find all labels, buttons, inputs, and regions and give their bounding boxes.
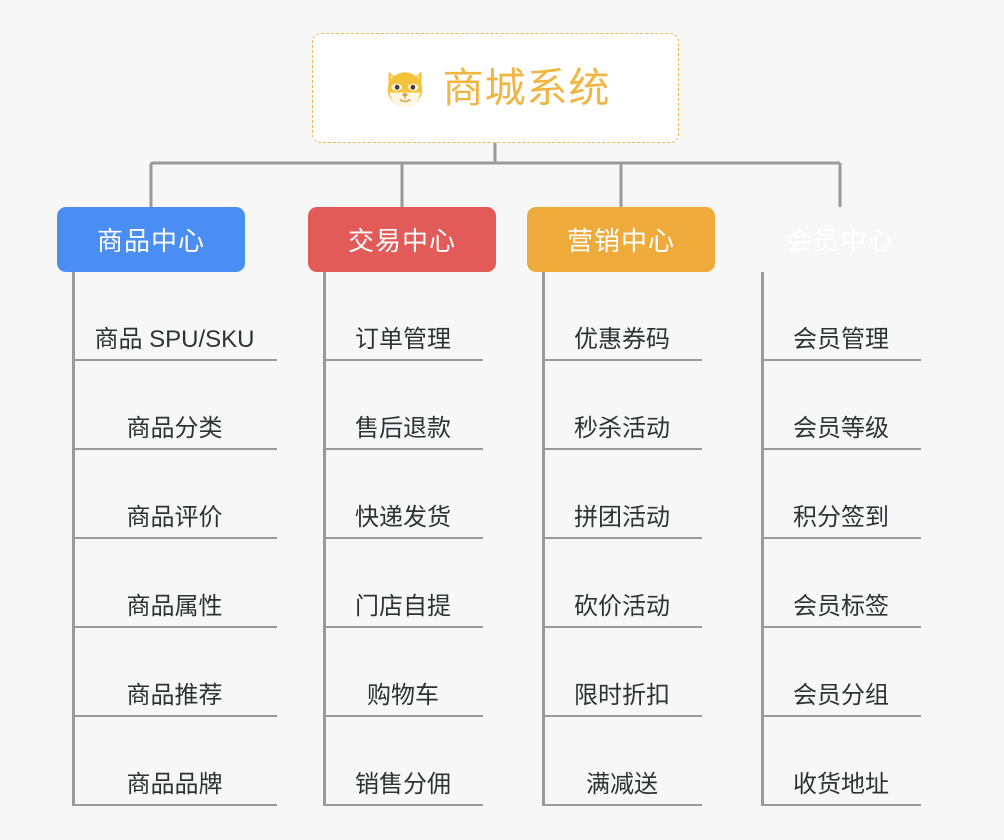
branch-item[interactable]: 订单管理 — [323, 272, 483, 361]
branch-spine — [542, 272, 545, 806]
branch-item[interactable]: 限时折扣 — [542, 628, 702, 717]
branch-item[interactable]: 商品品牌 — [72, 717, 277, 806]
branch-item-label: 会员等级 — [793, 415, 889, 442]
branch-item[interactable]: 砍价活动 — [542, 539, 702, 628]
branch-item-label: 商品推荐 — [126, 682, 223, 709]
branch-header-2[interactable]: 营销中心 — [527, 207, 715, 272]
branch-item-label: 优惠券码 — [574, 326, 670, 353]
branch-item-label: 商品品牌 — [126, 771, 223, 798]
branch-item-label: 商品分类 — [126, 415, 223, 442]
branch-item[interactable]: 商品推荐 — [72, 628, 277, 717]
branch-item-label: 售后退款 — [355, 415, 451, 442]
branch-header-label: 会员中心 — [785, 226, 894, 256]
shiba-dog-face-icon — [387, 71, 422, 108]
branch-item[interactable]: 收货地址 — [761, 717, 921, 806]
branch-item-label: 秒杀活动 — [574, 415, 670, 442]
branch-spine — [72, 272, 75, 806]
branch-header-label: 商品中心 — [96, 226, 205, 256]
root-node[interactable]: 商城系统 — [312, 33, 679, 143]
root-title: 商城系统 — [442, 64, 611, 111]
branch-item[interactable]: 会员管理 — [761, 272, 921, 361]
branch-item[interactable]: 商品评价 — [72, 450, 277, 539]
branch-item[interactable]: 秒杀活动 — [542, 361, 702, 450]
branch-header-label: 营销中心 — [566, 226, 675, 256]
branch-item[interactable]: 会员标签 — [761, 539, 921, 628]
branch-item[interactable]: 商品属性 — [72, 539, 277, 628]
branch-item-label: 商品 SPU/SKU — [94, 326, 255, 353]
branch-item[interactable]: 满减送 — [542, 717, 702, 806]
branch-item[interactable]: 购物车 — [323, 628, 483, 717]
branch-item-label: 会员标签 — [793, 593, 889, 620]
branch-item[interactable]: 商品 SPU/SKU — [72, 272, 277, 361]
branch-item-label: 商品评价 — [126, 504, 223, 531]
branch-item-label: 满减送 — [586, 771, 658, 798]
branch-item-label: 拼团活动 — [574, 504, 670, 531]
branch-item-label: 会员管理 — [793, 326, 889, 353]
branch-item[interactable]: 快递发货 — [323, 450, 483, 539]
branch-item-label: 门店自提 — [355, 593, 451, 620]
branch-item-label: 会员分组 — [793, 682, 889, 709]
branch-item[interactable]: 销售分佣 — [323, 717, 483, 806]
branch-item[interactable]: 积分签到 — [761, 450, 921, 539]
branch-item-label: 购物车 — [367, 682, 439, 709]
branch-item-label: 快递发货 — [355, 504, 451, 531]
branch-spine — [761, 272, 764, 806]
branch-item[interactable]: 门店自提 — [323, 539, 483, 628]
branch-header-1[interactable]: 交易中心 — [308, 207, 496, 272]
branch-item-label: 限时折扣 — [574, 682, 670, 709]
branch-item-label: 商品属性 — [126, 593, 223, 620]
branch-item-label: 收货地址 — [793, 771, 889, 798]
branch-item[interactable]: 拼团活动 — [542, 450, 702, 539]
branch-item-label: 销售分佣 — [355, 771, 451, 798]
branch-item-label: 积分签到 — [793, 504, 889, 531]
branch-item[interactable]: 售后退款 — [323, 361, 483, 450]
branch-header-0[interactable]: 商品中心 — [57, 207, 245, 272]
branch-item-label: 砍价活动 — [574, 593, 670, 620]
branch-spine — [323, 272, 326, 806]
branch-item-label: 订单管理 — [355, 326, 451, 353]
branch-item[interactable]: 会员等级 — [761, 361, 921, 450]
branch-item[interactable]: 会员分组 — [761, 628, 921, 717]
branch-header-3[interactable]: 会员中心 — [746, 207, 934, 272]
branch-header-label: 交易中心 — [347, 226, 456, 256]
branch-item[interactable]: 商品分类 — [72, 361, 277, 450]
branch-item[interactable]: 优惠券码 — [542, 272, 702, 361]
